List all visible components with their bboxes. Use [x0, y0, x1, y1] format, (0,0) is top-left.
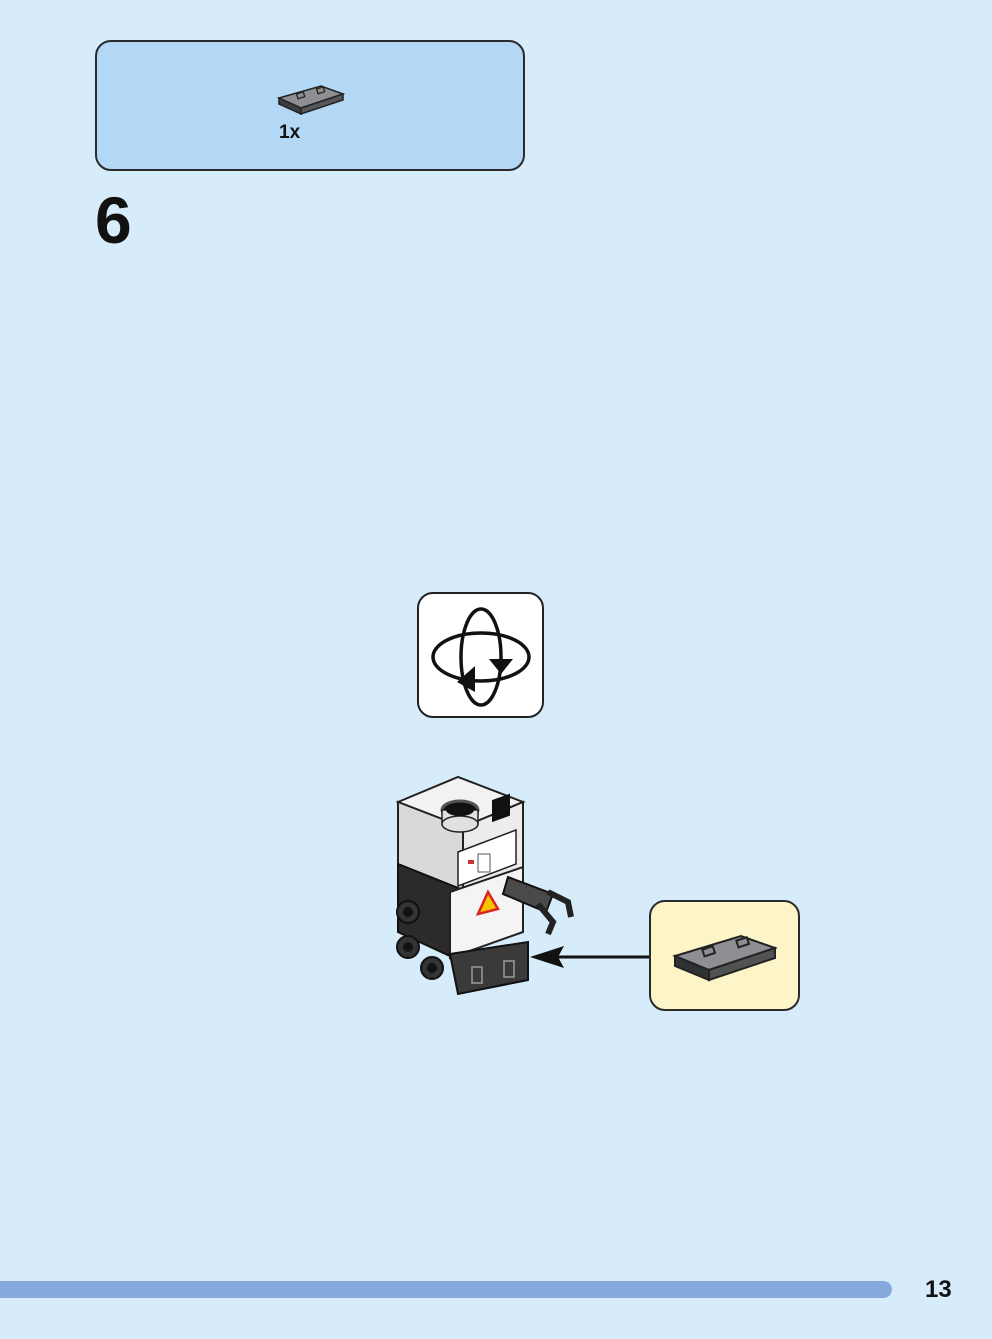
tile-1x2-dark-gray-icon — [672, 934, 779, 982]
robot-model-illustration — [395, 775, 574, 996]
part-quantity: 1x — [279, 122, 301, 143]
parts-list-box: 1x — [95, 40, 525, 171]
page-number: 13 — [925, 1276, 952, 1303]
placement-arrow-icon — [530, 946, 650, 968]
rotate-model-icon — [431, 607, 531, 707]
page-progress-bar — [0, 1281, 892, 1298]
part-callout-box — [649, 900, 800, 1011]
tile-1x2-dark-gray-icon — [277, 85, 346, 116]
step-number: 6 — [95, 183, 132, 257]
rotate-indicator — [417, 592, 544, 718]
